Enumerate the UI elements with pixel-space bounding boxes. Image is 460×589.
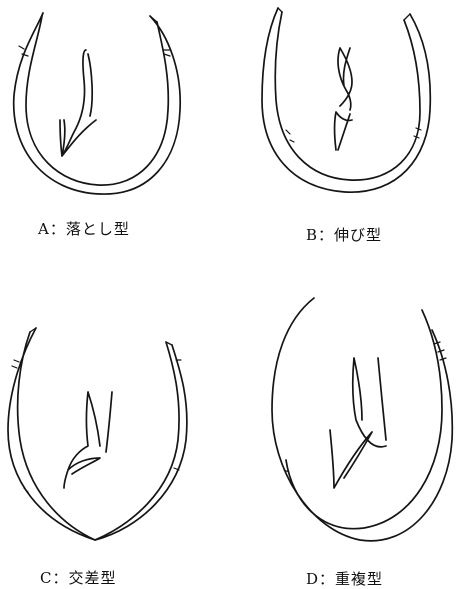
panel-b-tick-mark <box>286 128 421 142</box>
panel-b-caption: B：伸び型 <box>306 224 382 245</box>
panel-a-inner-loop <box>26 16 168 185</box>
panel-d-inner-loop <box>286 310 442 529</box>
panel-b-sketch <box>262 8 430 192</box>
panel-a-tick-mark <box>19 46 170 56</box>
panel-a-sketch <box>14 13 181 194</box>
panel-c-caption: C：交差型 <box>40 567 116 588</box>
panel-b-wire-tail <box>335 48 353 150</box>
panel-d-sketch <box>272 298 452 541</box>
panel-a-wire-tail <box>60 50 96 156</box>
panel-b-top-left-tip <box>278 8 282 12</box>
panel-c-sketch <box>8 328 187 540</box>
panel-d-caption: D：重複型 <box>306 568 383 589</box>
panel-b-top-right-tip <box>404 14 410 20</box>
panel-d-wire-tail <box>330 358 386 488</box>
panel-d-tick-mark <box>284 342 446 472</box>
panel-a-caption: A：落とし型 <box>38 218 130 239</box>
panel-a-outer-loop <box>14 13 181 194</box>
panel-c-wire-tail <box>64 392 112 488</box>
